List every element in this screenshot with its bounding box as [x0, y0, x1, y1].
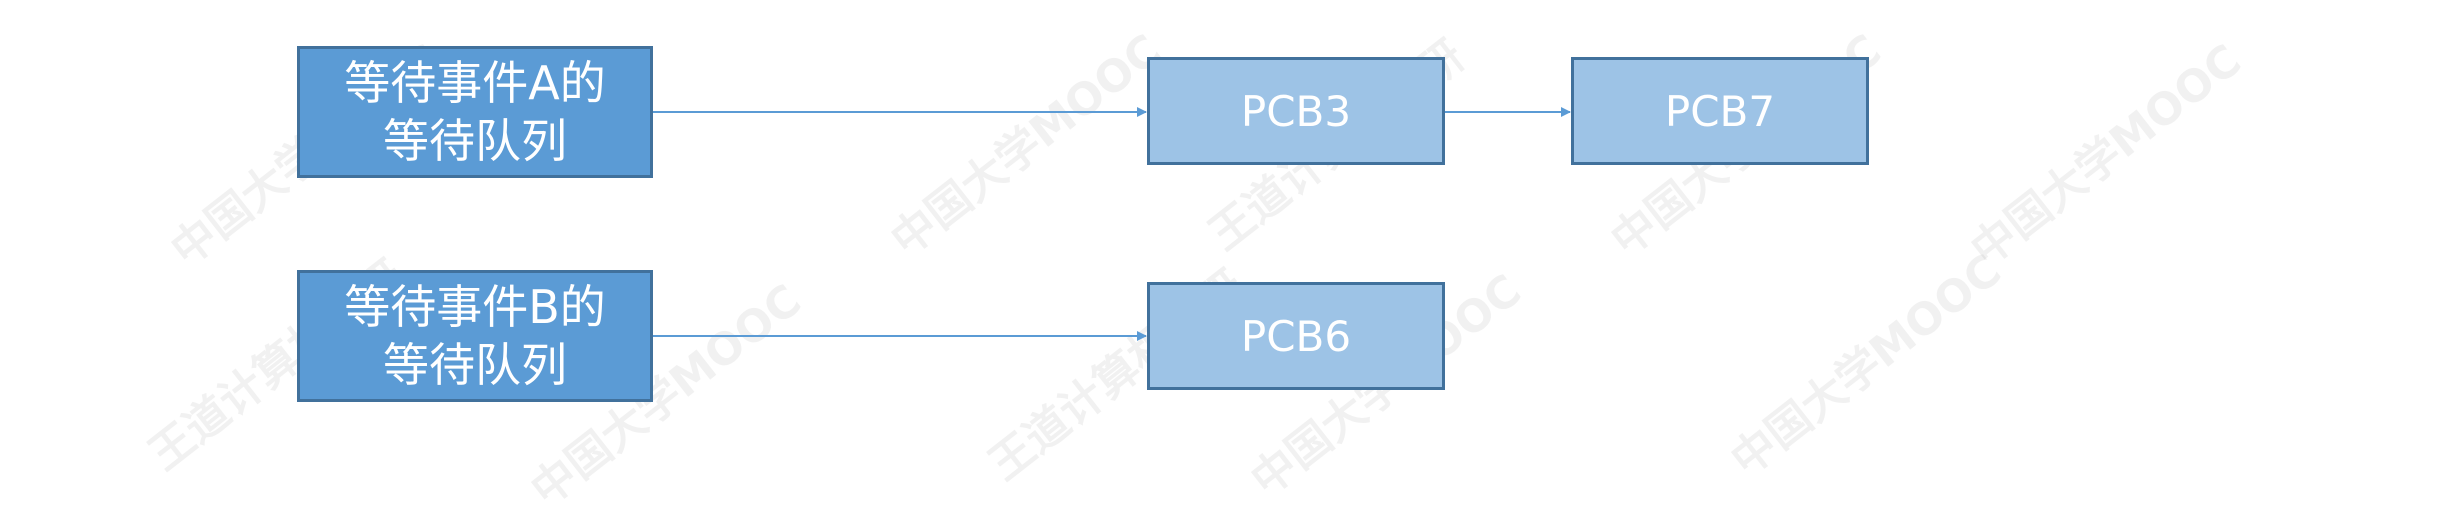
- queue-a-box: 等待事件A的 等待队列: [297, 46, 653, 178]
- pcb6-label: PCB6: [1240, 311, 1352, 361]
- queue-a-line2: 等待队列: [383, 114, 567, 168]
- pcb3-label: PCB3: [1240, 86, 1352, 136]
- connector-layer: [653, 107, 1571, 341]
- queue-a-line1: 等待事件A的: [344, 56, 606, 110]
- queue-b-line2: 等待队列: [383, 338, 567, 392]
- queue-b-line1: 等待事件B的: [344, 280, 606, 334]
- pcb3-box: PCB3: [1147, 57, 1445, 165]
- pcb6-box: PCB6: [1147, 282, 1445, 390]
- queue-b-box: 等待事件B的 等待队列: [297, 270, 653, 402]
- pcb7-label: PCB7: [1664, 86, 1776, 136]
- pcb7-box: PCB7: [1571, 57, 1869, 165]
